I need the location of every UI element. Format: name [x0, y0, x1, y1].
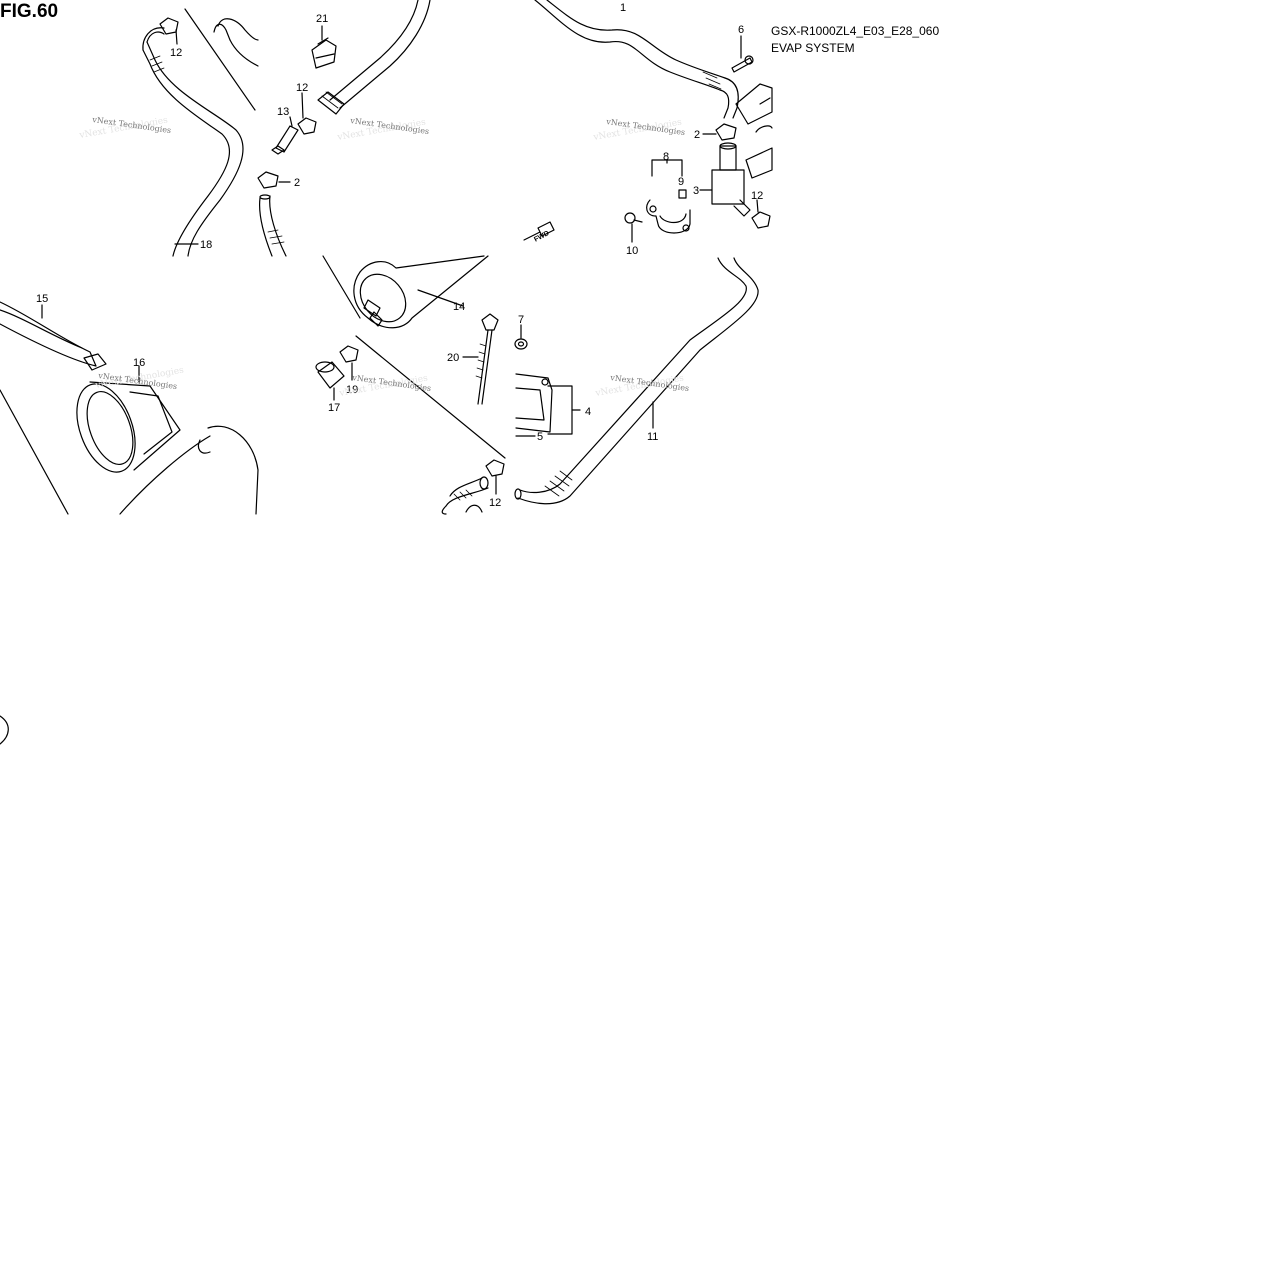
clamp-12-b [297, 92, 317, 135]
callout-8: 8 [663, 151, 669, 163]
system-name: EVAP SYSTEM [771, 41, 855, 55]
fragment-arc [0, 715, 9, 745]
callout-7: 7 [518, 314, 524, 326]
hose-18 [142, 8, 256, 257]
callout-11: 11 [647, 431, 658, 443]
bracket-right-upper [735, 83, 773, 179]
clamp-2-b [702, 123, 737, 141]
clip-21 [311, 25, 337, 69]
hose-short-left [259, 194, 287, 257]
callout-21: 21 [316, 13, 328, 25]
callout-20: 20 [447, 352, 459, 364]
callout-6: 6 [738, 24, 744, 36]
screw-10 [624, 212, 643, 243]
fwd-arrow-icon [523, 221, 555, 241]
callout-3: 3 [693, 185, 699, 197]
hose-upper-middle [317, 0, 431, 115]
callouts: 1 2 2 3 4 5 6 7 8 9 10 11 12 12 12 12 13… [36, 2, 763, 509]
valve-3 [699, 142, 751, 217]
bracket-top [213, 18, 259, 67]
callout-16: 16 [133, 357, 145, 369]
clamp-19 [339, 345, 359, 381]
callout-2-a: 2 [294, 177, 300, 189]
callout-12-d: 12 [489, 497, 501, 509]
callout-1: 1 [620, 2, 626, 14]
callout-12-c: 12 [751, 190, 763, 202]
callout-18: 18 [200, 239, 212, 251]
callout-2-b: 2 [694, 129, 700, 141]
callout-5: 5 [537, 431, 543, 443]
hose-1 [534, 0, 739, 119]
model-code: GSX-R1000ZL4_E03_E28_060 [771, 24, 940, 38]
hose-bottom [441, 476, 489, 515]
callout-4: 4 [585, 406, 591, 418]
hose-11 [514, 257, 759, 505]
tie-20 [462, 313, 499, 405]
bracket-4-5 [515, 373, 581, 437]
strap-15 [0, 301, 107, 371]
clamp-2-a [257, 171, 291, 189]
cover-16 [76, 365, 181, 473]
clamp-12-c [751, 199, 771, 229]
callout-12-b: 12 [296, 82, 308, 94]
callout-10: 10 [626, 245, 638, 257]
callout-9: 9 [678, 176, 684, 188]
clamp-12-d [485, 459, 505, 495]
canister-14 [322, 255, 506, 459]
fwd-label: FWD [533, 230, 550, 244]
joint-13 [271, 116, 299, 155]
bolt-6 [731, 35, 754, 73]
watermarks: vNext Technologies vNext Technologies vN… [78, 115, 690, 399]
callout-13: 13 [277, 106, 289, 118]
nut-9 [678, 189, 687, 199]
clamp-12-a [159, 17, 179, 45]
washer-7 [514, 324, 528, 350]
callout-12-a: 12 [170, 47, 182, 59]
callout-15: 15 [36, 293, 48, 305]
pipe-lower-left [0, 389, 259, 515]
bracket-8 [646, 159, 691, 234]
callout-19: 19 [346, 384, 358, 396]
figure-title: FIG.60 [0, 1, 59, 22]
callout-14: 14 [453, 301, 465, 313]
sleeve-17 [315, 361, 345, 401]
callout-17: 17 [328, 402, 340, 414]
